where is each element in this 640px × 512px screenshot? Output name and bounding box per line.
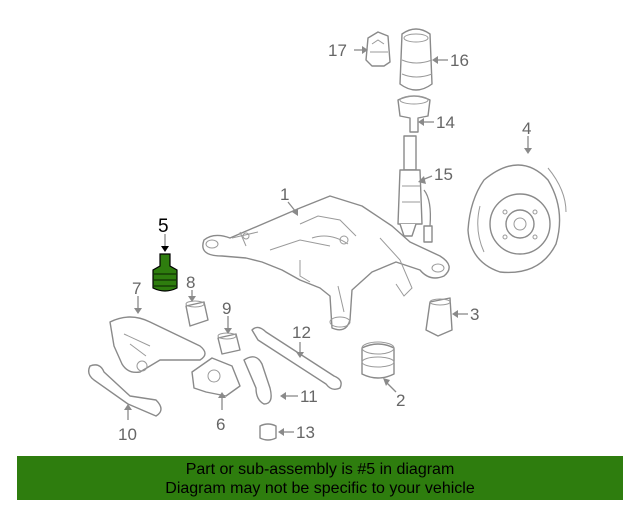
callout-11: 11 [300,387,318,406]
part-11-tie-link [243,356,272,405]
part-13-small-bushing [259,423,277,441]
part-10-lateral-link [87,364,162,417]
callout-16: 16 [450,51,469,70]
callout-1: 1 [280,185,289,204]
callout-17: 17 [328,41,347,60]
banner-line-2: Diagram may not be specific to your vehi… [165,480,475,497]
info-banner: Part or sub-assembly is #5 in diagram Di… [17,456,623,500]
callout-5: 5 [158,216,169,237]
callout-8: 8 [186,273,195,292]
part-8-bushing [185,300,209,327]
callout-4: 4 [522,119,531,138]
callout-14: 14 [436,113,455,132]
part-17-bump-stop [365,31,391,67]
part-1-subframe [202,195,450,331]
banner-line-1: Part or sub-assembly is #5 in diagram [185,461,455,478]
callout-13: 13 [296,423,315,442]
callout-6: 6 [216,415,225,434]
part-14-upper-mount [397,95,431,133]
part-16-air-spring [399,28,433,91]
part-15-shock-absorber [397,135,433,243]
callout-15: 15 [434,165,453,184]
part-4-brake-disc [467,164,567,274]
callout-12: 12 [292,323,311,342]
part-3-mount [425,297,453,337]
callout-3: 3 [470,305,479,324]
leader-lines [124,46,532,436]
part-9-bushing [217,332,241,355]
part-7-control-arm [109,316,206,374]
part-2-bushing [361,341,395,379]
callout-7: 7 [132,279,141,298]
callout-9: 9 [222,299,231,318]
part-6-bracket [191,357,241,397]
part-5-bushing-highlighted [152,253,178,292]
callout-10: 10 [118,425,137,444]
parts-diagram: 17 16 14 15 4 1 3 2 5 8 9 7 10 6 11 12 1… [87,28,567,444]
part-12-rod [251,326,342,391]
callout-2: 2 [396,391,405,410]
